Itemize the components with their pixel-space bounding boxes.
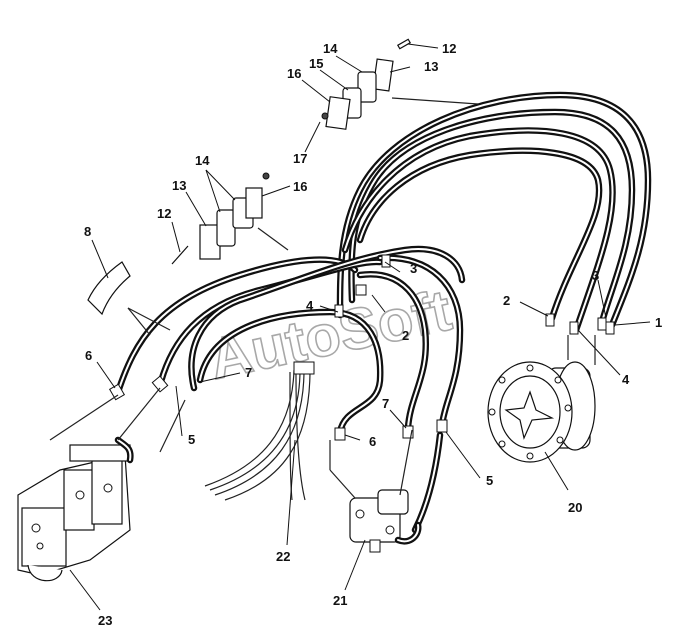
hoses-to-pump <box>114 245 466 436</box>
callout-15: 15 <box>309 56 323 71</box>
callout-4: 4 <box>306 298 314 313</box>
fitting <box>381 254 391 268</box>
callout-2: 2 <box>503 293 510 308</box>
callout-12: 12 <box>157 206 171 221</box>
nut-17-lower <box>262 172 270 180</box>
pump-23 <box>17 436 134 582</box>
callout-6: 6 <box>369 434 376 449</box>
callout-2: 2 <box>402 328 409 343</box>
fitting <box>334 427 346 441</box>
nut-17-upper <box>321 112 329 120</box>
callout-13: 13 <box>424 59 438 74</box>
callout-14: 14 <box>323 41 338 56</box>
callouts: 1 2 2 3 3 4 4 5 5 6 6 7 7 8 12 12 13 13 … <box>84 41 662 628</box>
mount-line-upper <box>391 97 479 105</box>
callout-16: 16 <box>287 66 301 81</box>
callout-3: 3 <box>592 268 599 283</box>
bolt-12-lower <box>171 245 189 265</box>
callout-20: 20 <box>568 500 582 515</box>
pump-top <box>69 444 131 462</box>
upper-clamp-assembly <box>321 38 479 130</box>
connection-lines <box>49 307 413 496</box>
callout-3: 3 <box>410 261 417 276</box>
callout-12: 12 <box>442 41 456 56</box>
callout-5: 5 <box>188 432 195 447</box>
fitting <box>597 317 607 331</box>
plate-16-lower <box>245 187 263 219</box>
fitting <box>436 419 448 433</box>
callout-22: 22 <box>276 549 290 564</box>
callout-21: 21 <box>333 593 347 608</box>
clamp-half-14-lower <box>216 209 236 247</box>
motor-bolts <box>488 364 572 460</box>
mount-line-lower <box>257 227 289 251</box>
valve-21 <box>329 440 422 553</box>
callout-16: 16 <box>293 179 307 194</box>
fitting <box>545 313 555 327</box>
callout-4: 4 <box>622 372 630 387</box>
hydraulic-motor-20 <box>487 335 596 463</box>
leak-lines-22 <box>204 369 311 501</box>
lower-clamp-assembly <box>171 172 289 265</box>
pump-port <box>27 564 63 582</box>
callout-7: 7 <box>382 396 389 411</box>
callout-7: 7 <box>245 365 252 380</box>
fitting-block <box>293 361 315 375</box>
hoses-upper-loop <box>336 91 652 334</box>
fitting <box>355 284 367 296</box>
callout-8: 8 <box>84 224 91 239</box>
plate-16-upper <box>325 96 351 130</box>
callout-13: 13 <box>172 178 186 193</box>
valve-cap <box>377 489 409 515</box>
callout-17: 17 <box>293 151 307 166</box>
callout-1: 1 <box>655 315 662 330</box>
motor-spider <box>504 390 555 440</box>
hose-fittings <box>108 254 615 441</box>
callout-5: 5 <box>486 473 493 488</box>
fitting <box>151 375 169 393</box>
protective-sleeve-8 <box>87 261 131 316</box>
hose-5-lower <box>411 431 444 534</box>
leader-lines <box>69 43 651 611</box>
bolt-12-upper <box>396 38 412 50</box>
pump-section <box>63 469 95 531</box>
hoses-to-valve-21 <box>356 254 464 534</box>
callout-6: 6 <box>85 348 92 363</box>
sleeve-body <box>87 261 131 316</box>
callout-23: 23 <box>98 613 112 628</box>
clamp-half-14-upper <box>357 71 377 103</box>
fitting <box>569 321 579 335</box>
fitting <box>605 321 615 335</box>
callout-14: 14 <box>195 153 210 168</box>
fitting <box>402 425 414 439</box>
pump-face <box>21 507 67 567</box>
